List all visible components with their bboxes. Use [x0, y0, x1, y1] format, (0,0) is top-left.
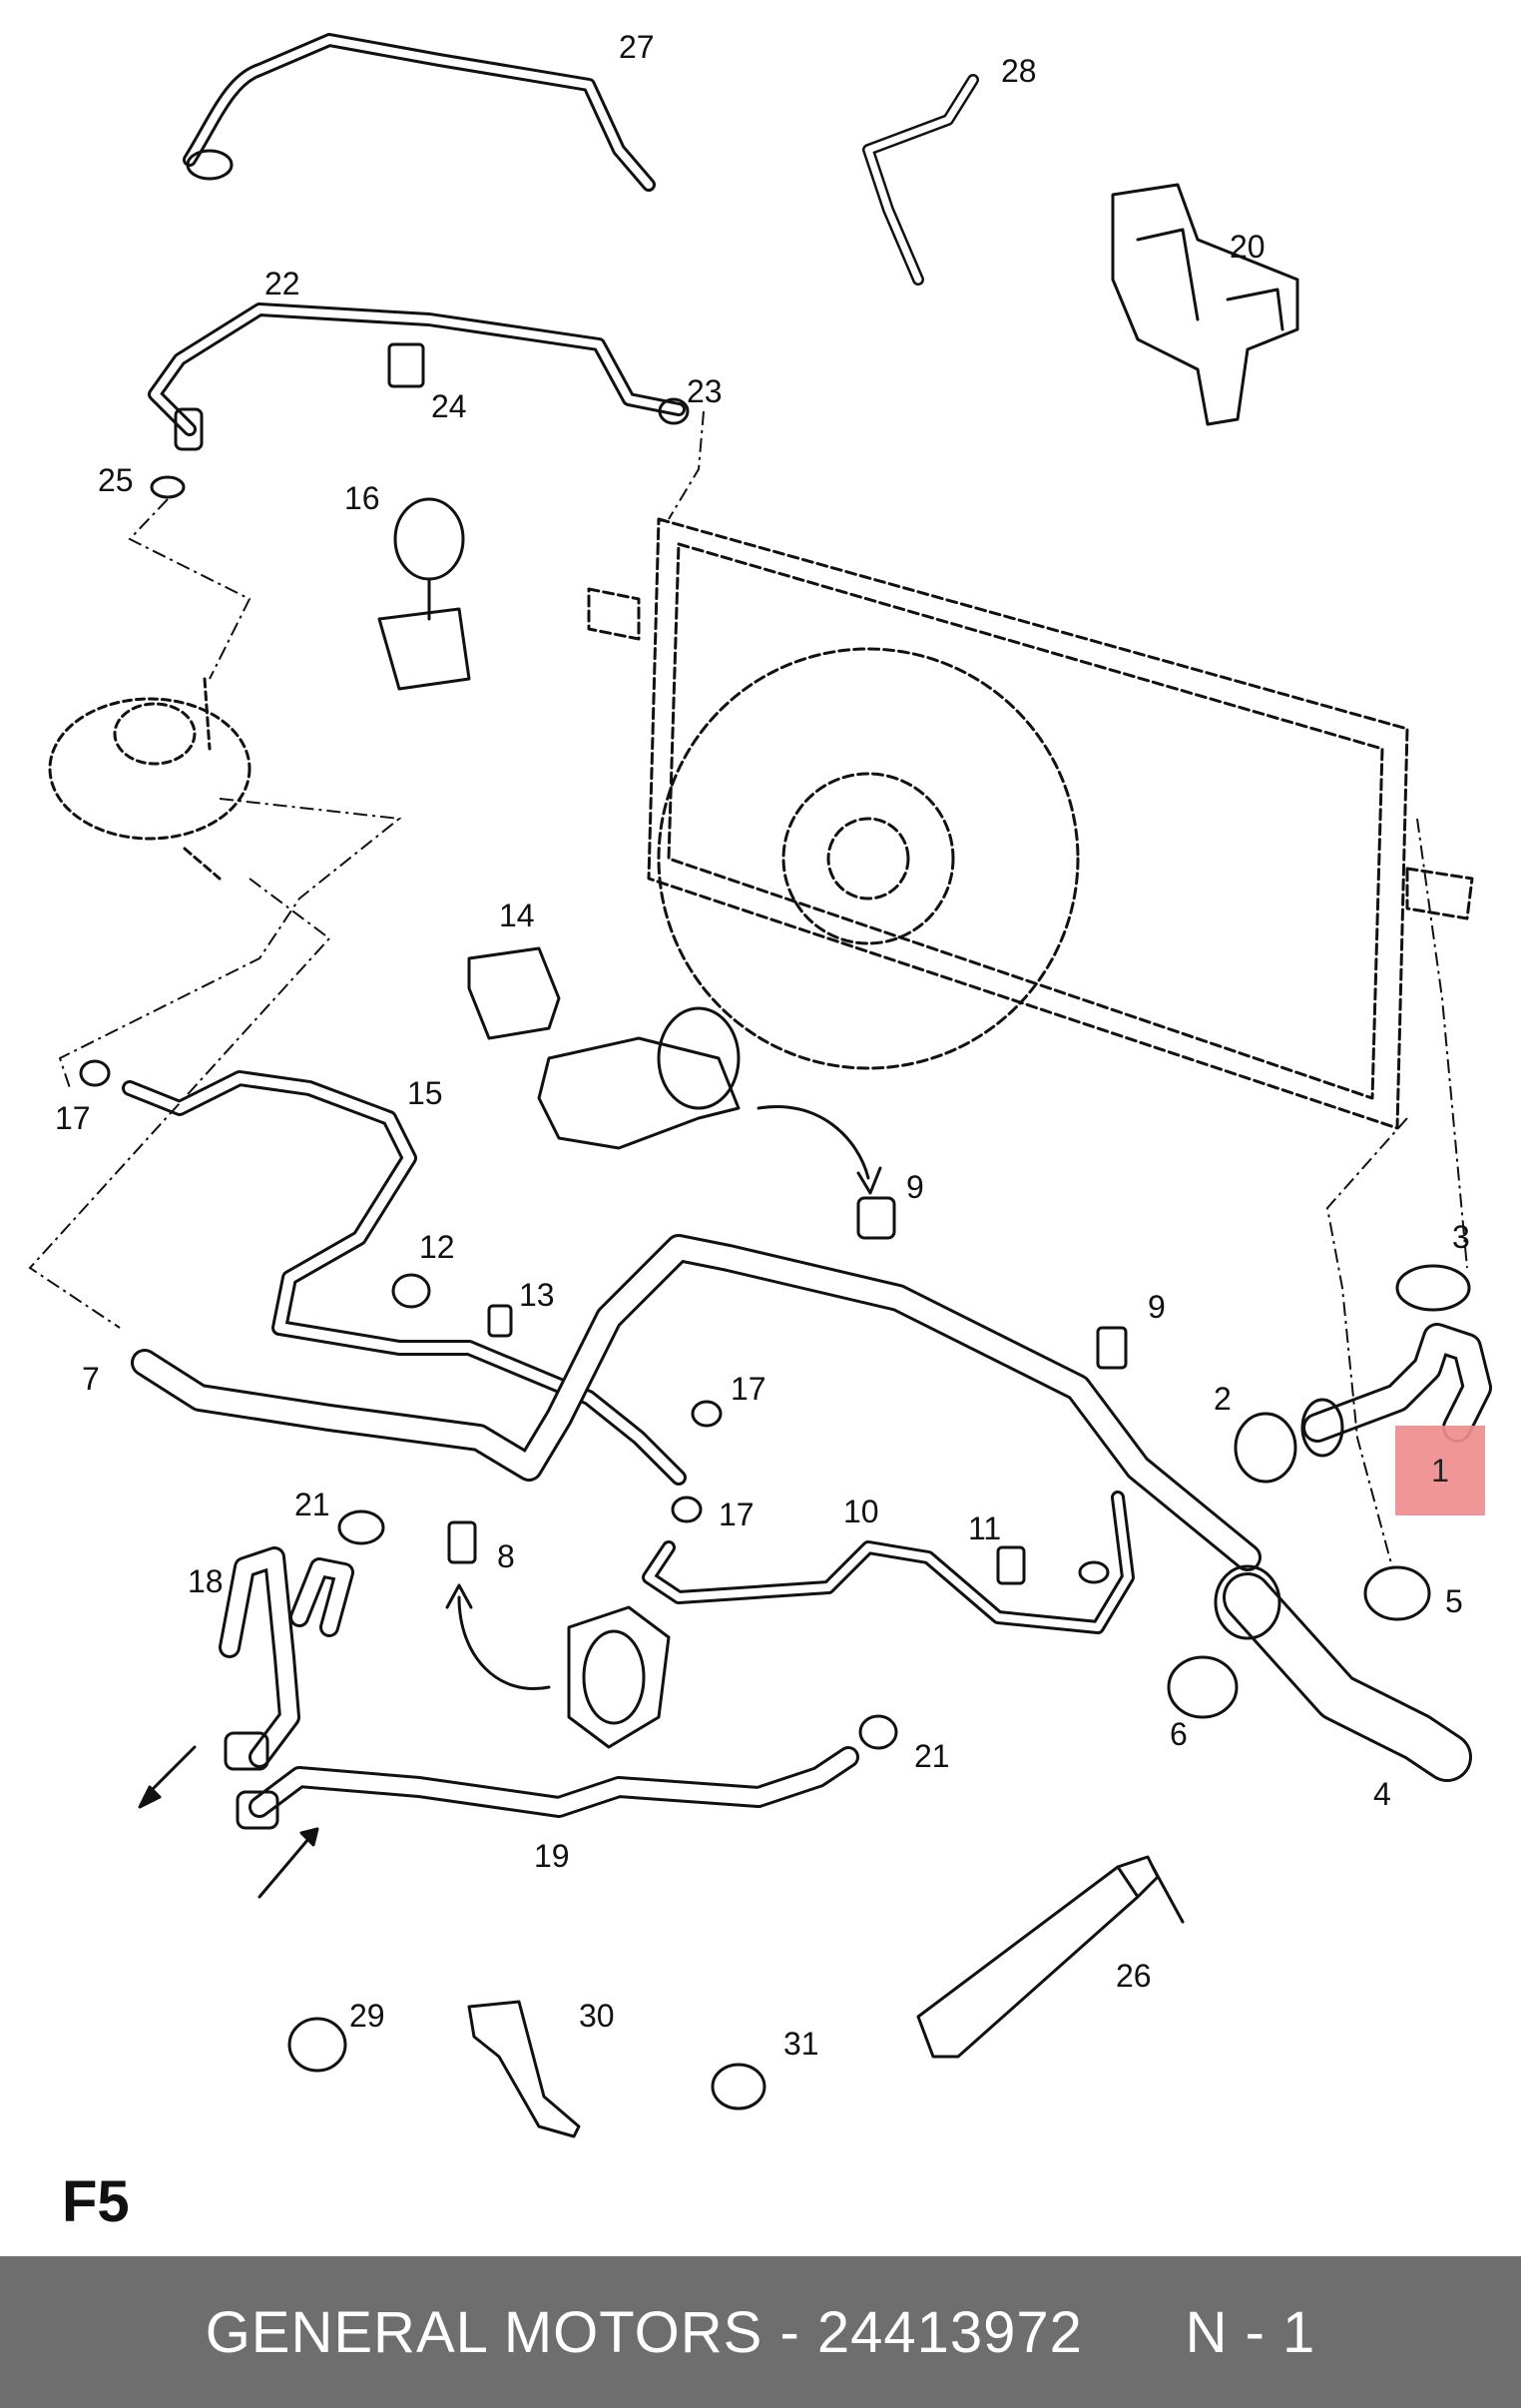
callout-17-c: 17 — [719, 1497, 755, 1532]
part-4-hose — [1214, 1564, 1472, 1782]
part-9-clip-lower — [1096, 1326, 1128, 1370]
part-28-pipe — [862, 74, 979, 286]
callout-2: 2 — [1214, 1381, 1232, 1417]
callout-21-b: 21 — [914, 1738, 950, 1774]
part-21-clamp-b — [858, 1714, 898, 1750]
part-17-clamp-b — [691, 1400, 723, 1428]
part-7-hose — [131, 1234, 1262, 1571]
part-9-clip-upper — [856, 1196, 896, 1240]
flow-arrow-in — [257, 1830, 316, 1899]
callout-21-a: 21 — [294, 1487, 330, 1522]
part-5-clamp — [1363, 1565, 1431, 1621]
callout-13: 13 — [519, 1277, 555, 1313]
part-17-clamp-a — [79, 1059, 111, 1087]
part-27-hose — [183, 33, 656, 192]
part-6-clamp — [1167, 1655, 1239, 1719]
part-30-bracket — [467, 2000, 581, 2138]
callout-labels: 27 28 20 22 24 23 25 16 14 15 17 9 3 12 … — [55, 29, 1470, 2062]
callout-8: 8 — [497, 1538, 515, 1574]
callout-28: 28 — [1001, 53, 1037, 89]
part-18-hose — [219, 1546, 354, 1768]
callout-17-a: 17 — [55, 1100, 91, 1136]
part-2-clamp — [1234, 1412, 1297, 1484]
callout-7: 7 — [82, 1361, 100, 1397]
part-31-clip — [711, 2063, 766, 2110]
radiator-assembly — [587, 517, 1474, 1130]
callout-27: 27 — [619, 29, 655, 65]
callout-30: 30 — [579, 1998, 615, 2034]
callout-12: 12 — [419, 1229, 455, 1265]
part-19-hose — [224, 1731, 859, 1830]
part-10-hose — [642, 1491, 1135, 1634]
thermostat-housing — [537, 1006, 741, 1150]
callout-31: 31 — [783, 2026, 819, 2062]
part-14-clip — [467, 946, 561, 1040]
callout-9-b: 9 — [1148, 1289, 1166, 1325]
expansion-tank — [48, 677, 252, 881]
part-24-clip — [387, 342, 425, 388]
part-11-clip — [996, 1545, 1026, 1585]
part-13-clip — [487, 1304, 513, 1338]
callout-22: 22 — [264, 266, 300, 301]
part-17-clamp-c — [671, 1496, 703, 1523]
callout-3: 3 — [1452, 1219, 1470, 1255]
callout-11: 11 — [968, 1510, 1001, 1546]
part-23-clamp — [658, 397, 690, 425]
part-20-bracket — [1111, 183, 1299, 426]
part-26-tube — [916, 1855, 1185, 2059]
highlighted-part-marker — [1395, 1426, 1485, 1515]
part-8-clip — [447, 1520, 477, 1564]
exploded-parts-diagram: 27 28 20 22 24 23 25 16 14 15 17 9 3 12 … — [28, 29, 1492, 2138]
callout-16: 16 — [344, 480, 380, 516]
footer-part-number-text: GENERAL MOTORS - 24413972 N - 1 — [205, 2299, 1316, 2365]
highlighted-part-number: 1 — [1431, 1452, 1449, 1489]
callout-9-a: 9 — [906, 1169, 924, 1205]
leader-lines — [28, 410, 1468, 1568]
callout-10: 10 — [843, 1494, 879, 1529]
part-25-clamp — [150, 475, 186, 499]
part-29-clamp — [287, 2017, 347, 2073]
callout-23: 23 — [687, 373, 723, 409]
arrow-to-8 — [457, 1595, 551, 1690]
part-21-clamp-a — [337, 1509, 385, 1545]
callout-26: 26 — [1116, 1958, 1152, 1994]
callout-29: 29 — [349, 1998, 385, 2034]
callout-14: 14 — [499, 898, 535, 933]
part-1-hose — [1300, 1323, 1492, 1458]
callout-5: 5 — [1445, 1583, 1463, 1619]
part-22-hose — [148, 302, 686, 451]
callout-20: 20 — [1230, 229, 1266, 265]
callout-17-b: 17 — [731, 1371, 766, 1407]
part-12-clip — [391, 1273, 431, 1309]
part-3-clamp — [1395, 1264, 1471, 1312]
footer-bar: GENERAL MOTORS - 24413972 N - 1 — [0, 2256, 1521, 2408]
callout-25: 25 — [98, 462, 134, 498]
callout-19: 19 — [534, 1838, 570, 1874]
callout-24: 24 — [431, 388, 467, 424]
callout-15: 15 — [407, 1075, 443, 1111]
part-16-bracket — [377, 497, 471, 691]
page-code: F5 — [62, 2169, 130, 2234]
callout-4: 4 — [1373, 1776, 1391, 1812]
arrow-to-9 — [757, 1105, 870, 1180]
lower-bracket — [567, 1605, 671, 1749]
callout-6: 6 — [1170, 1716, 1188, 1752]
callout-18: 18 — [188, 1563, 224, 1599]
